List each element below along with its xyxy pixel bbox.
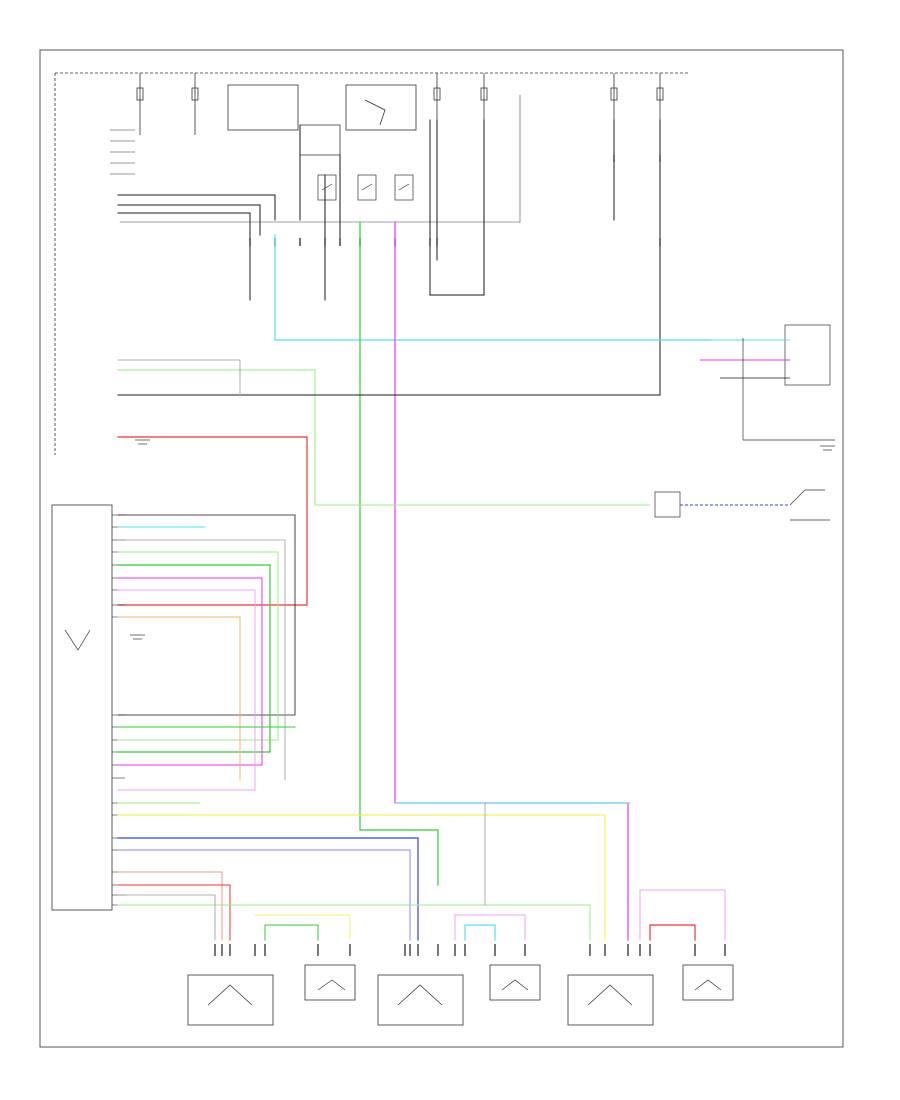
right-switch-top [700,324,835,441]
wire-orange-module [117,616,241,781]
relay-block [227,84,417,156]
wire-green-main [359,221,439,886]
diagram-frame [39,49,844,1048]
wire-green-m2 [264,924,319,941]
component-6 [682,964,734,1001]
switch-block [317,174,414,201]
right-switch-mid [654,489,830,521]
wire-cyan-m4 [464,924,496,941]
module-pins [112,514,125,906]
top-harness [117,94,661,396]
wire-light-green-module [117,551,279,741]
wire-green-module [117,564,271,753]
bottom-components [187,964,734,1026]
wire-yellow-m2 [254,914,351,941]
component-4 [489,964,541,1001]
fuse-group [136,73,664,135]
bottom-connectors [214,944,726,956]
wire-red-m6 [649,924,696,941]
wire-cyan-top [274,234,711,341]
component-1 [187,974,274,1026]
wire-lightpink-module [117,589,256,791]
connector-ticks [249,155,661,246]
wire-pink-m6 [639,889,726,941]
wire-black-module-1 [117,514,296,716]
wire-gray-1 [117,359,241,396]
wire-pink-module [117,577,263,766]
ground-symbols [130,439,835,640]
top-power-section [54,72,690,455]
wire-red-left [117,436,308,606]
wire-pink-m4 [454,914,526,941]
wire-light-green [117,369,651,506]
component-3 [377,974,464,1026]
component-5 [567,974,654,1026]
wire-red-lower [117,884,231,941]
wire-yellow-long [117,814,606,941]
wire-gray-lower [117,894,216,941]
control-module-left [51,504,113,911]
wire-magenta-main [394,221,629,941]
component-2 [304,964,356,1001]
wire-lightgreen-bottom [117,904,591,941]
ground-pins [110,129,135,175]
wire-salmon [117,871,223,941]
wire-gray-module [117,539,286,781]
wire-light-blue-long [117,849,411,941]
wire-blue-long [117,837,419,941]
